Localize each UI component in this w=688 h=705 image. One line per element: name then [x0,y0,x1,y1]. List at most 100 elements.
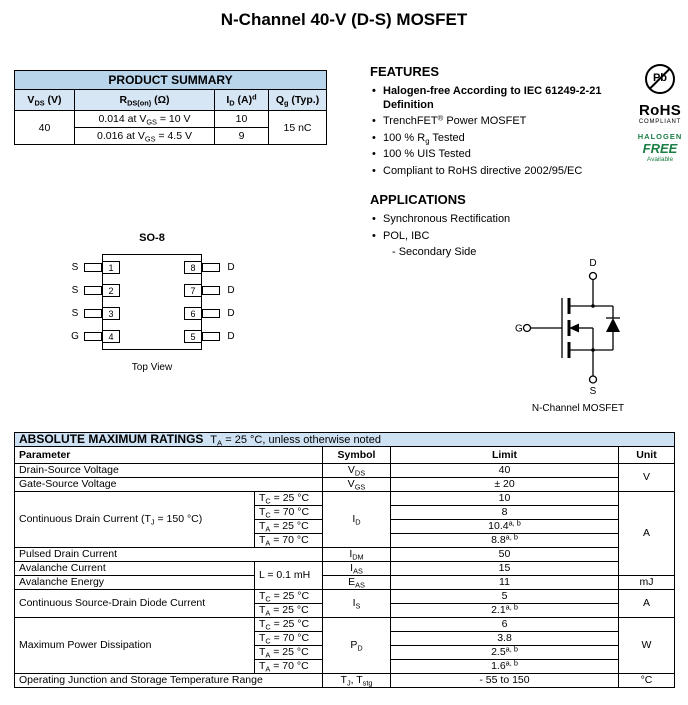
cond-cell: TA = 25 °C [254,645,323,661]
package-drawing: S 1 S 2 S 3 G 4 8 D 7 D 6 D 5 D [62,254,242,352]
drain-label: D [589,258,596,269]
list-item: POL, IBC [370,230,628,244]
pin-label: S [71,285,79,296]
source-label: S [590,386,597,396]
unit-cell: °C [617,673,676,689]
free-label: FREE [642,141,678,156]
param-cell: Continuous Drain Current (TJ = 150 °C) [14,491,255,549]
cond-cell: TC = 70 °C [254,505,323,521]
amr-title: ABSOLUTE MAXIMUM RATINGS TA = 25 °C, unl… [13,431,676,448]
applications-sub-item: - Secondary Side [392,246,477,258]
absolute-maximum-ratings-table: ABSOLUTE MAXIMUM RATINGS TA = 25 °C, unl… [13,431,676,689]
unit-cell: A [617,589,676,619]
list-item: 100 % UIS Tested [370,148,628,162]
symbol-cell: EAS [322,575,391,591]
amr-title-text: ABSOLUTE MAXIMUM RATINGS [19,432,204,446]
symbol-cell: IAS [322,561,391,577]
col-header-id: ID (A)d [214,89,269,111]
product-summary-title: PRODUCT SUMMARY [13,70,328,90]
symbol-cell: TJ, Tstg [322,673,391,689]
pin-lead [202,286,220,295]
features-list: Halogen-free According to IEC 61249-2-21… [370,85,628,178]
vds-value-cell: 40 [14,110,75,145]
limit-cell: 3.8 [390,631,619,647]
limit-cell: 6 [390,617,619,633]
features-heading: FEATURES [370,64,440,79]
pin-label: D [227,285,235,296]
rohs-badge: RoHS COMPLIANT [634,102,686,125]
pin-number: 5 [184,330,202,343]
halogen-free-badge: HALOGEN FREE Available [634,132,686,163]
param-cell: Drain-Source Voltage [14,463,323,479]
mosfet-symbol-drawing: D S G [515,258,620,397]
limit-cell: 8 [390,505,619,521]
table-row: Pulsed Drain Current IDM 50 [14,547,675,563]
pin-number: 6 [184,307,202,320]
applications-list: Synchronous Rectification POL, IBC [370,213,628,243]
pb-free-icon: Pb [645,64,675,94]
cond-cell: TC = 25 °C [254,617,323,633]
param-cell: Avalanche Energy [14,575,255,591]
rohs-label: RoHS [638,102,682,119]
id-cell: 10 [214,110,269,128]
pin-number: 1 [102,261,120,274]
pin-number: 7 [184,284,202,297]
param-cell: Avalanche Current [14,561,255,577]
list-item: Halogen-free According to IEC 61249-2-21… [370,85,628,112]
list-item: Synchronous Rectification [370,213,628,227]
limit-cell: 11 [390,575,619,591]
pin-lead [84,263,102,272]
list-item: Compliant to RoHS directive 2002/95/EC [370,165,628,179]
table-row: TA = 25 °C 2.5a, b [15,645,675,661]
symbol-cell: ID [322,491,391,549]
col-header-qg: Qg (Typ.) [267,89,328,111]
amr-title-row: ABSOLUTE MAXIMUM RATINGS TA = 25 °C, unl… [13,431,676,448]
limit-cell: 10 [390,491,619,507]
halogen-label: HALOGEN [637,132,683,141]
cond-cell: TA = 25 °C [254,603,323,619]
table-row: Continuous Source-Drain Diode Current TC… [14,589,676,619]
col-header-limit: Limit [390,446,619,465]
limit-cell: - 55 to 150 [390,673,619,689]
pin-lead [84,332,102,341]
pin-label: D [227,331,235,342]
cond-cell: TA = 70 °C [254,659,323,675]
limit-cell: 40 [390,463,619,479]
limit-cell: 8.8a, b [390,533,619,549]
pin-number: 3 [102,307,120,320]
id-cell: 9 [214,127,269,145]
table-row: Drain-Source Voltage VDS 40 V [14,463,676,493]
col-header-vds: VDS (V) [14,89,75,111]
pin-lead [202,263,220,272]
page-title: N-Channel 40-V (D-S) MOSFET [220,10,468,29]
param-cell: Operating Junction and Storage Temperatu… [14,673,323,689]
product-summary-table: PRODUCT SUMMARY VDS (V) RDS(on) (Ω) ID (… [13,70,328,145]
unit-cell: mJ [617,575,676,591]
pin-lead [202,309,220,318]
qg-cell: 15 nC [267,110,328,145]
pin-lead [202,332,220,341]
limit-cell: 2.1a, b [390,603,619,619]
package-body-outline [102,254,202,350]
compliance-badges: Pb RoHS COMPLIANT HALOGEN FREE Available [634,64,686,163]
limit-cell: 1.6a, b [390,659,619,675]
table-row: Avalanche Energy EAS 11 mJ [14,575,676,591]
pin-number: 2 [102,284,120,297]
limit-cell: 50 [390,547,619,563]
unit-cell: A [617,491,676,577]
applications-heading: APPLICATIONS [370,192,466,207]
symbol-cell: IDM [322,547,391,563]
pin-number: 4 [102,330,120,343]
mosfet-symbol-caption: N-Channel MOSFET [531,403,625,414]
col-header-unit: Unit [617,446,676,465]
table-row: 40 0.014 at VGS = 10 V 10 15 nC [14,110,328,145]
table-row: Avalanche Current L = 0.1 mH IAS 15 [14,561,675,591]
table-row: 0.016 at VGS = 4.5 V 9 [15,127,327,145]
rdson-cell: 0.016 at VGS = 4.5 V [74,127,215,145]
table-row: TC = 70 °C 8 [15,505,675,521]
pin-label: S [71,262,79,273]
param-cell: Pulsed Drain Current [14,547,323,563]
col-header-rdson: RDS(on) (Ω) [74,89,215,111]
gate-label: G [515,324,523,335]
